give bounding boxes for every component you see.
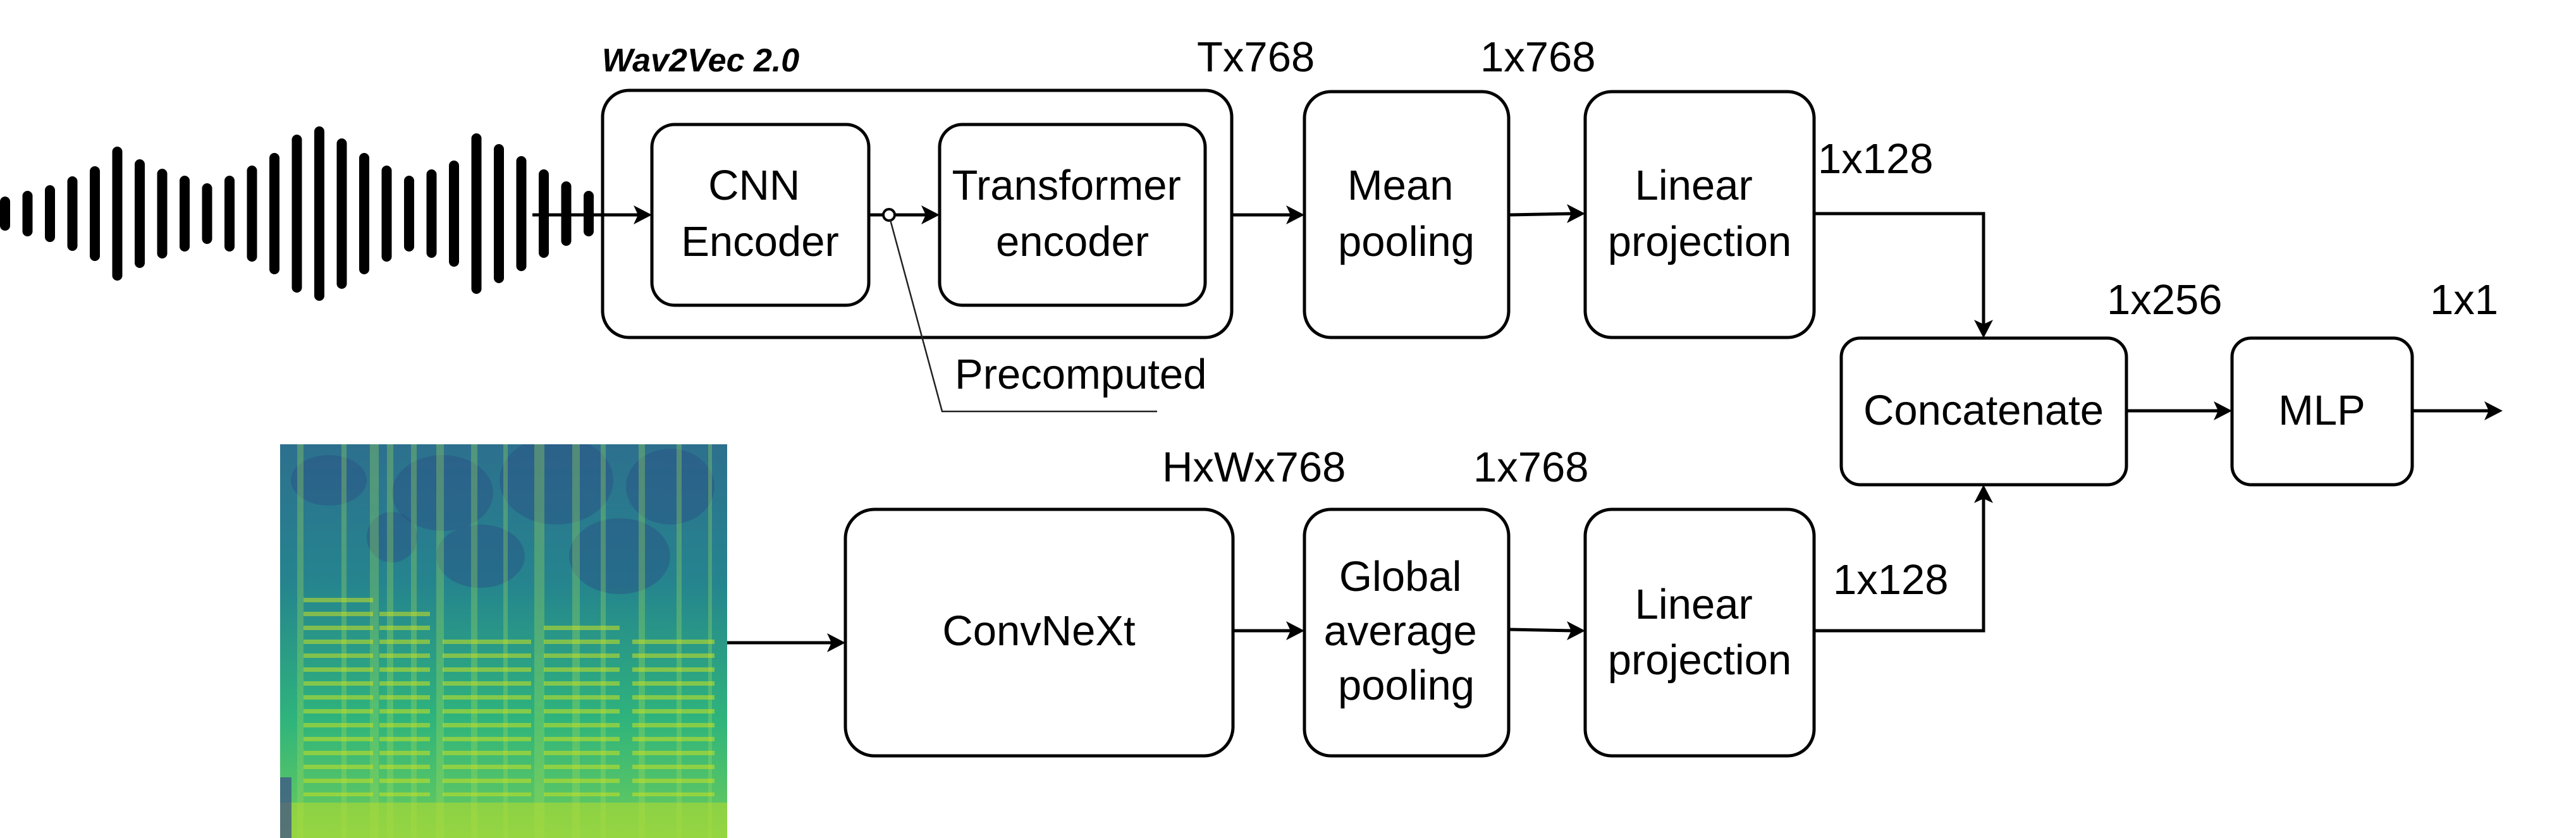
edge-linear-top-to-concatenate [1814, 212, 1985, 326]
spectrogram-texture [436, 444, 444, 838]
arrowhead [634, 205, 652, 224]
mlp-label: MLP [2278, 387, 2365, 434]
spectrogram-texture [280, 777, 291, 838]
arrowhead [1286, 621, 1304, 640]
dim-convnext-out: HxWx768 [1162, 444, 1346, 491]
spectrogram-texture [297, 444, 304, 838]
mean-pooling-box [1303, 90, 1511, 339]
spectrogram-texture [392, 455, 493, 531]
convnext-box [843, 507, 1235, 758]
dim-concat-out: 1x256 [2107, 276, 2223, 324]
cnn-encoder-box [650, 123, 871, 307]
dim-linear-bottom-out: 1x128 [1833, 556, 1949, 604]
arrowhead [1567, 204, 1585, 223]
spectrogram-texture [500, 444, 613, 525]
edge-linear-bottom-to-concatenate [1814, 497, 1985, 633]
arrowhead [1567, 621, 1585, 640]
edges [532, 204, 2503, 652]
arrowhead [2214, 401, 2232, 420]
linear-projection-top-box [1583, 90, 1816, 339]
spectrogram-texture [280, 803, 727, 838]
linear-projection-bottom-box [1583, 507, 1816, 758]
global-average-pooling-label: Global average pooling [1324, 553, 1489, 709]
edge-mean-pooling-to-linear [1508, 212, 1574, 217]
spectrogram-texture [436, 525, 525, 588]
precomputed-callout-line [889, 219, 1157, 413]
cnn-encoder-label: CNN Encoder [681, 162, 839, 265]
dim-linear-top-out: 1x128 [1818, 135, 1934, 183]
linear-projection-bottom-label: Linear projection [1608, 581, 1792, 684]
precomputed-tap-point [882, 208, 896, 222]
spectrogram-texture [632, 632, 715, 796]
linear-projection-top-label: Linear projection [1608, 162, 1792, 265]
spectrogram-texture [569, 518, 670, 594]
spectrogram-texture [443, 632, 531, 796]
concatenate-label: Concatenate [1863, 387, 2104, 434]
arrowhead [2484, 401, 2503, 420]
dim-mlp-out: 1x1 [2430, 276, 2498, 324]
spectrogram-texture [544, 619, 620, 796]
wav2vec-group-title: Wav2Vec 2.0 [602, 42, 799, 79]
global-average-pooling-box [1303, 507, 1511, 758]
waveform-icon [0, 126, 594, 301]
spectrogram-texture [291, 455, 367, 506]
dim-mean-pool-out: 1x768 [1480, 33, 1596, 81]
spectrogram-image [280, 444, 727, 838]
spectrogram-texture [304, 594, 373, 796]
precomputed-label: Precomputed [955, 351, 1207, 398]
arrowhead [1974, 485, 1993, 503]
spectrogram-texture [534, 444, 544, 838]
dim-wav2vec-out: Tx768 [1197, 33, 1315, 81]
arrowhead [827, 633, 845, 652]
arrowhead [921, 205, 940, 224]
arrowhead [1974, 320, 1993, 338]
arrowhead [1286, 205, 1304, 224]
spectrogram-texture [626, 449, 715, 525]
transformer-encoder-box [938, 123, 1207, 307]
dim-gap-out: 1x768 [1473, 444, 1589, 491]
spectrogram-texture [379, 607, 430, 796]
spectrogram-texture [367, 512, 417, 562]
edge-gap-to-linear [1508, 628, 1574, 633]
transformer-encoder-label: Transformer encoder [952, 162, 1193, 265]
mean-pooling-label: Mean pooling [1338, 162, 1475, 265]
convnext-label: ConvNeXt [942, 607, 1136, 655]
